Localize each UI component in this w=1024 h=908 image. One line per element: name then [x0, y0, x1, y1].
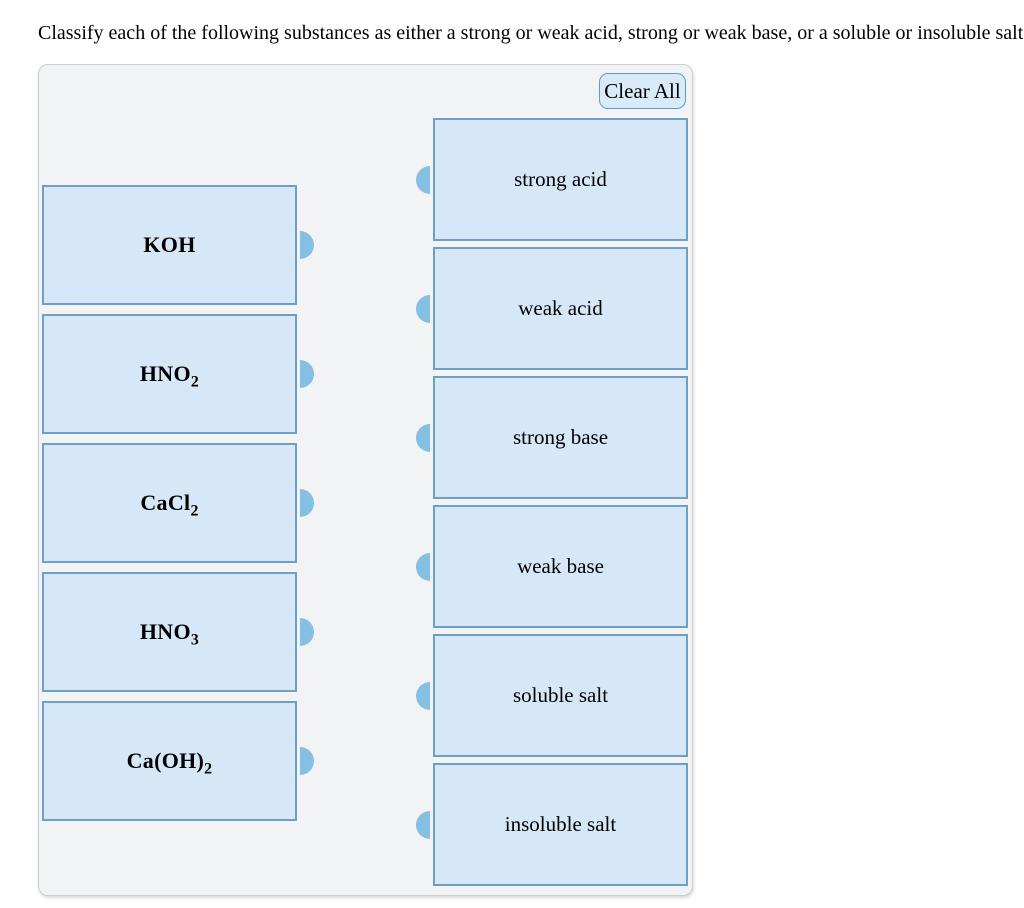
- substance-formula: KOH: [143, 232, 196, 257]
- connector-nub: [416, 165, 430, 194]
- substance-card-cacl2[interactable]: CaCl2: [42, 443, 314, 563]
- category-label: strong base: [512, 425, 609, 449]
- category-label: weak acid: [518, 296, 603, 320]
- connector-nub: [416, 681, 430, 710]
- substance-card-caoh2[interactable]: Ca(OH)2: [42, 701, 314, 821]
- category-bin-soluble-salt[interactable]: soluble salt: [416, 634, 688, 757]
- connector-nub: [300, 618, 314, 646]
- substance-card-koh[interactable]: KOH: [42, 185, 314, 305]
- substance-formula: HNO3: [139, 619, 200, 649]
- category-bin-weak-base[interactable]: weak base: [416, 505, 688, 628]
- connector-nub: [300, 489, 314, 517]
- category-label: strong acid: [514, 167, 607, 191]
- category-label: insoluble salt: [504, 812, 617, 836]
- connector-nub: [416, 810, 430, 839]
- category-bin-insoluble-salt[interactable]: insoluble salt: [416, 763, 688, 886]
- connector-nub: [416, 294, 430, 323]
- category-label: weak base: [517, 554, 604, 578]
- connector-nub: [416, 552, 430, 581]
- substance-formula: HNO2: [139, 361, 200, 391]
- substance-column: KOH HNO2 CaCl2 HNO3 Ca(OH)2: [42, 185, 314, 821]
- connector-nub: [300, 747, 314, 775]
- category-bin-strong-base[interactable]: strong base: [416, 376, 688, 499]
- connector-nub: [300, 231, 314, 259]
- substance-formula: CaCl2: [140, 490, 199, 520]
- clear-all-button[interactable]: Clear All: [599, 73, 686, 109]
- instructions-text: Classify each of the following substance…: [38, 22, 1024, 44]
- connector-nub: [416, 423, 430, 452]
- category-bin-strong-acid[interactable]: strong acid: [416, 118, 688, 241]
- substance-formula: Ca(OH)2: [126, 748, 213, 778]
- category-column: strong acid weak acid strong base weak b…: [416, 118, 688, 886]
- category-label: soluble salt: [512, 683, 609, 707]
- category-bin-weak-acid[interactable]: weak acid: [416, 247, 688, 370]
- substance-card-hno2[interactable]: HNO2: [42, 314, 314, 434]
- substance-card-hno3[interactable]: HNO3: [42, 572, 314, 692]
- connector-nub: [300, 360, 314, 388]
- classification-panel: Clear All KOH HNO2 CaCl2 HNO3 Ca(OH)2: [38, 64, 693, 896]
